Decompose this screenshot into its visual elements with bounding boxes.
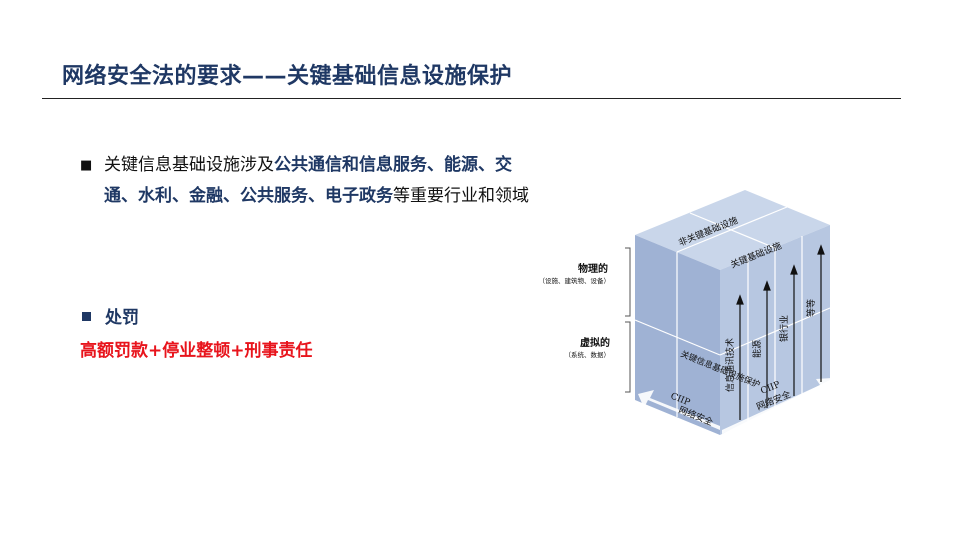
cube-right-grid xyxy=(719,236,831,421)
ciip-cube-diagram: 物理的 （设施、建筑物、设备） 虚拟的 （系统、数据） 非关键基础设施 关键基础… xyxy=(539,190,832,435)
slide-title: 网络安全法的要求——关键基础信息设施保护 xyxy=(62,64,513,89)
cube-left-brackets xyxy=(625,247,631,393)
title-divider xyxy=(42,98,901,99)
cube-front-grid xyxy=(634,252,721,417)
label-virtual: 虚拟的 xyxy=(580,336,610,349)
label-physical-sub: （设施、建筑物、设备） xyxy=(539,276,611,285)
label-column-banking: 银行业 xyxy=(778,315,790,342)
bullet-segment-outro: 等重要行业和领域 xyxy=(393,186,529,206)
cube-bottom-left-arrow xyxy=(638,390,720,430)
bullet-infrastructure: ■ 关键信息基础设施涉及公共通信和信息服务、能源、交通、水利、金融、公共服务、电… xyxy=(80,150,540,212)
bullet-penalty-label: 处罚 xyxy=(105,308,139,328)
square-bullet-icon xyxy=(82,312,91,321)
label-column-etc: 等等 xyxy=(805,299,817,317)
label-column-ict: 信息通讯技术 xyxy=(724,338,736,392)
bullet-penalty-heading: 处罚 xyxy=(82,303,139,328)
penalty-text: 高额罚款+停业整顿+刑事责任 xyxy=(80,341,313,361)
bullet-infrastructure-text: 关键信息基础设施涉及公共通信和信息服务、能源、交通、水利、金融、公共服务、电子政… xyxy=(104,150,540,212)
bullet-segment-sectors: 公共通信和信息服务、能源、交通、水利、金融、公共服务、电子政务 xyxy=(104,155,512,206)
square-bullet-icon: ■ xyxy=(80,158,93,173)
cube-column-arrows xyxy=(736,244,825,420)
cube-top-grid xyxy=(676,206,788,253)
label-physical: 物理的 xyxy=(578,262,608,275)
cube-bottom-right-arrow xyxy=(722,378,832,434)
label-column-energy: 能源 xyxy=(751,340,763,358)
bullet-segment-intro: 关键信息基础设施涉及 xyxy=(104,155,274,175)
label-virtual-sub: （系统、数据） xyxy=(565,350,611,359)
